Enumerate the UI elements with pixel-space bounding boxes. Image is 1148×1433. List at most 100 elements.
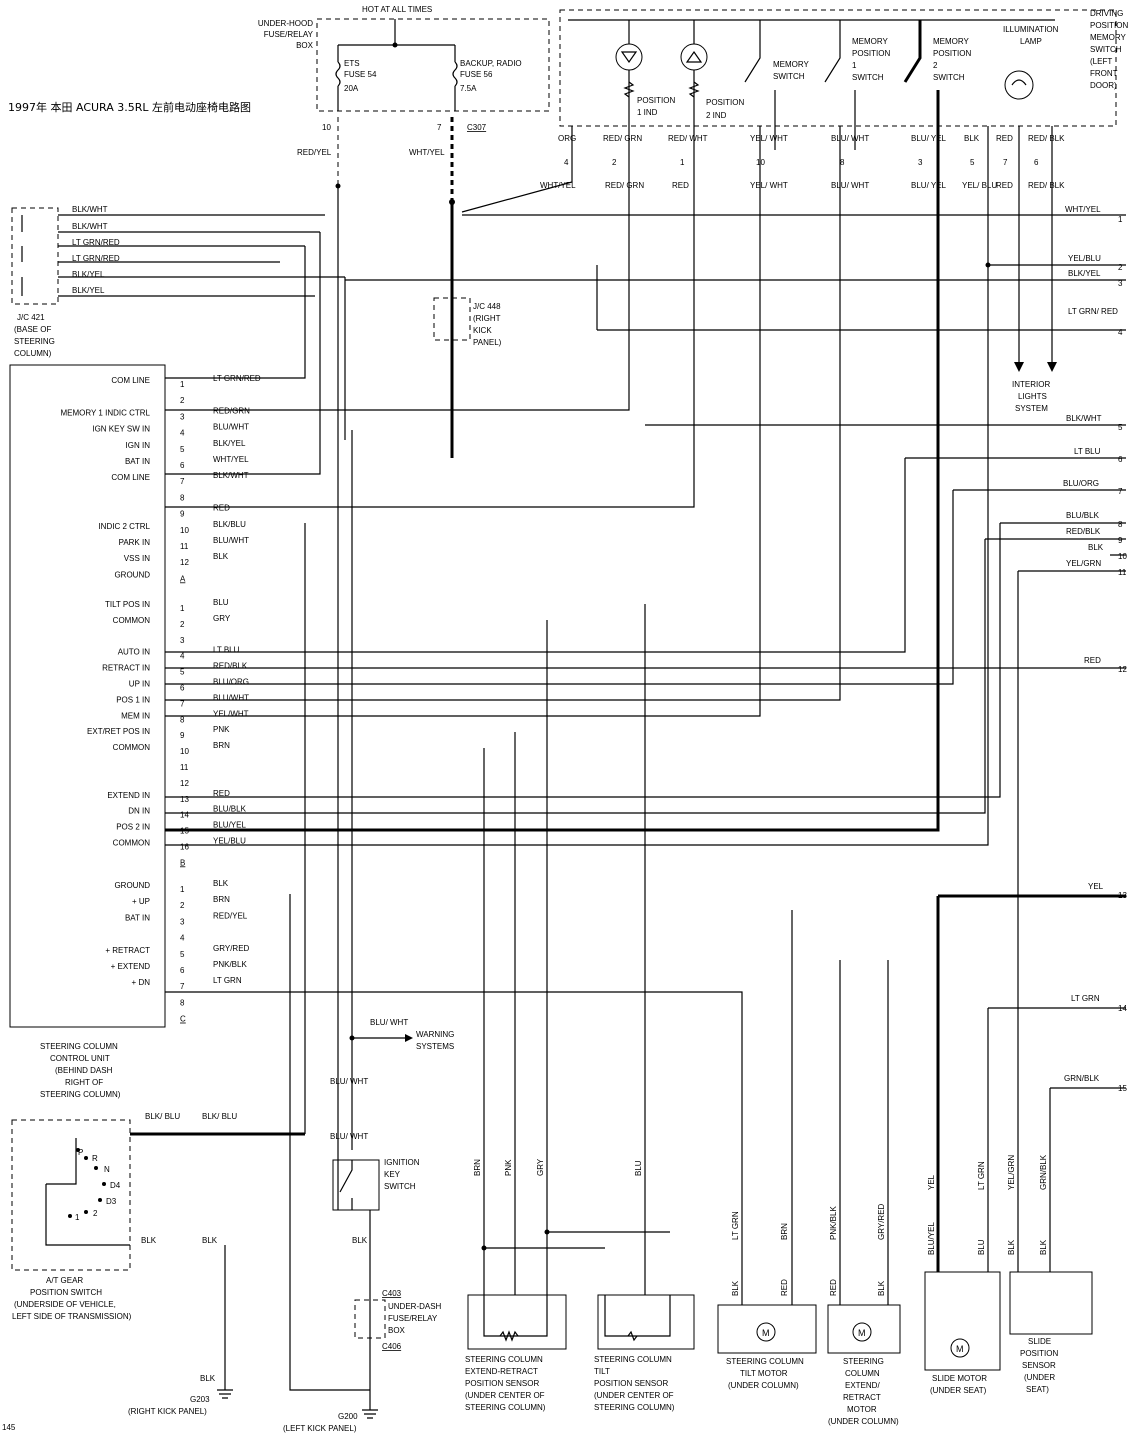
jc448-label-1: J/C 448 xyxy=(473,302,501,311)
switch-below-9: RED/ BLK xyxy=(1028,181,1065,190)
udfb-label-1: UNDER-DASH xyxy=(388,1302,442,1311)
edge-num-14: 14 xyxy=(1118,1004,1127,1013)
pin-10-label: 10 xyxy=(322,123,331,132)
conn-c-pin-number: 6 xyxy=(180,966,185,975)
tilt-sensor-label-3: POSITION SENSOR xyxy=(594,1379,668,1388)
extend-motor-m-icon: M xyxy=(858,1328,866,1338)
conn-c-pin-number: 3 xyxy=(180,917,185,926)
conn-b-pin-name: RETRACT IN xyxy=(102,664,150,673)
conn-b-pin-number: 2 xyxy=(180,620,185,629)
udfb-label-3: BOX xyxy=(388,1326,406,1335)
control-unit-label-4: RIGHT OF xyxy=(65,1078,103,1087)
conn-c-pin-name: BAT IN xyxy=(125,913,150,922)
slide-sensor-label-5: SEAT) xyxy=(1026,1385,1049,1394)
memory-switch-title-3: MEMORY xyxy=(1090,33,1127,42)
edge-num-11: 11 xyxy=(1118,568,1127,577)
tilt-motor-box xyxy=(717,1304,817,1354)
conn-c-pin-name: + DN xyxy=(132,978,151,987)
position-1-ind-line-2: 1 IND xyxy=(637,108,658,117)
gear-contact xyxy=(94,1166,98,1170)
switch-below-7: YEL/ BLU xyxy=(962,181,997,190)
ext-motor-label-5: MOTOR xyxy=(847,1405,877,1414)
conn-a-pin-number: 1 xyxy=(180,380,185,389)
fuse56-line-2: FUSE 56 xyxy=(460,70,493,79)
gear-contact xyxy=(84,1210,88,1214)
memory-pos2-label-2: POSITION xyxy=(933,49,971,58)
tilt-sensor-label-5: STEERING COLUMN) xyxy=(594,1403,675,1412)
memory-switch-title-6: FRONT xyxy=(1090,69,1118,78)
conn-b-pin-name: UP IN xyxy=(129,680,150,689)
g203-label: G203 xyxy=(190,1395,210,1404)
tilt-motor-label-2: TILT MOTOR xyxy=(740,1369,788,1378)
fuse54-line-1: ETS xyxy=(344,59,360,68)
ext-sensor-label-3: POSITION SENSOR xyxy=(465,1379,539,1388)
conn-b-pin-name: POS 2 IN xyxy=(116,823,150,832)
switch-pin-num-8: 7 xyxy=(1003,158,1008,167)
switch-pin-num-6: 3 xyxy=(918,158,923,167)
conn-c-pin-number: 4 xyxy=(180,934,185,943)
splice-dot xyxy=(481,1245,487,1251)
vlabel-blu-2: BLU xyxy=(977,1239,986,1255)
conn-c-pin-wire: GRY/RED xyxy=(213,944,250,953)
vlabel-red-2: RED xyxy=(829,1279,838,1296)
splice-dot xyxy=(349,1035,355,1041)
memory-switch-title-5: (LEFT xyxy=(1090,57,1112,66)
slide-sensor-label-1: SLIDE xyxy=(1028,1337,1051,1346)
led-position-1-icon xyxy=(615,43,643,71)
conn-c-pin-name: + RETRACT xyxy=(105,946,150,955)
warning-label-2: SYSTEMS xyxy=(416,1042,454,1051)
conn-b-pin-number: 12 xyxy=(180,779,189,788)
switch-pin-wire-5: BLU/ WHT xyxy=(831,134,869,143)
conn-b-pin-name: EXTEND IN xyxy=(107,791,150,800)
vlabel-gryred: GRY/RED xyxy=(877,1203,886,1240)
edge-num-6: 6 xyxy=(1118,455,1123,464)
vlabel-brn-2: BRN xyxy=(780,1223,789,1240)
conn-a-pin-name: GROUND xyxy=(114,570,150,579)
conn-a-pin-wire: BLK xyxy=(213,552,229,561)
edge-wire-2: YEL/BLU xyxy=(1068,254,1101,263)
conn-c-pin-name: GROUND xyxy=(114,881,150,890)
conn-a-pin-name: IGN IN xyxy=(126,441,151,450)
gear-contact xyxy=(98,1198,102,1202)
conn-b-pin-number: 8 xyxy=(180,715,185,724)
interior-lights-label-2: LIGHTS xyxy=(1018,392,1047,401)
conn-b-pin-number: 7 xyxy=(180,699,185,708)
conn-a-pin-number: 6 xyxy=(180,461,185,470)
pin-7-label: 7 xyxy=(437,123,442,132)
at-label-3: (UNDERSIDE OF VEHICLE, xyxy=(14,1300,116,1309)
fuse56-line-3: 7.5A xyxy=(460,84,477,93)
jc421-label-1: J/C 421 xyxy=(17,313,45,322)
underhood-fuse-box: HOT AT ALL TIMES UNDER-HOOD FUSE/RELAY B… xyxy=(258,5,550,132)
c307-label: C307 xyxy=(467,123,487,132)
conn-a-pin-number: 11 xyxy=(180,542,189,551)
memory-pos2-label-3: 2 xyxy=(933,61,938,70)
gear-contact xyxy=(68,1214,72,1218)
switch-pins: ORG 4 RED/ GRN 2 RED/ WHT 1 YEL/ WHT 10 … xyxy=(540,134,1065,190)
edge-num-12: 12 xyxy=(1118,665,1127,674)
jc421-label-3: STEERING xyxy=(14,337,55,346)
memory-switch-box: DRIVING POSITION MEMORY SWITCH (LEFT FRO… xyxy=(559,9,1128,150)
position-1-ind-line-1: POSITION xyxy=(637,96,675,105)
switch-pin-num-3: 1 xyxy=(680,158,685,167)
conn-a-pin-number: 3 xyxy=(180,412,185,421)
edge-num-8: 8 xyxy=(1118,520,1123,529)
gear-contact xyxy=(76,1148,80,1152)
conn-b-pin-wire: LT BLU xyxy=(213,646,240,655)
memory-pos1-label-4: SWITCH xyxy=(852,73,884,82)
tilt-motor-label-1: STEERING COLUMN xyxy=(726,1357,804,1366)
position-2-ind-line-2: 2 IND xyxy=(706,111,727,120)
switch-pin-num-2: 2 xyxy=(612,158,617,167)
vlabel-blu: BLU xyxy=(634,1160,643,1176)
edge-num-2: 2 xyxy=(1118,263,1123,272)
switch-pin-wire-9: RED/ BLK xyxy=(1028,134,1065,143)
conn-b-pin-number: 14 xyxy=(180,811,189,820)
edge-num-7: 7 xyxy=(1118,487,1123,496)
conn-a-pin-name: COM LINE xyxy=(111,376,150,385)
jc421-wire-5: BLK/YEL xyxy=(72,270,105,279)
conn-b-pin-name: DN IN xyxy=(128,807,150,816)
conn-b-pin-wire: BLU xyxy=(213,598,229,607)
switch-pin-num-1: 4 xyxy=(564,158,569,167)
switch-pin-wire-3: RED/ WHT xyxy=(668,134,708,143)
fuse54-line-2: FUSE 54 xyxy=(344,70,377,79)
